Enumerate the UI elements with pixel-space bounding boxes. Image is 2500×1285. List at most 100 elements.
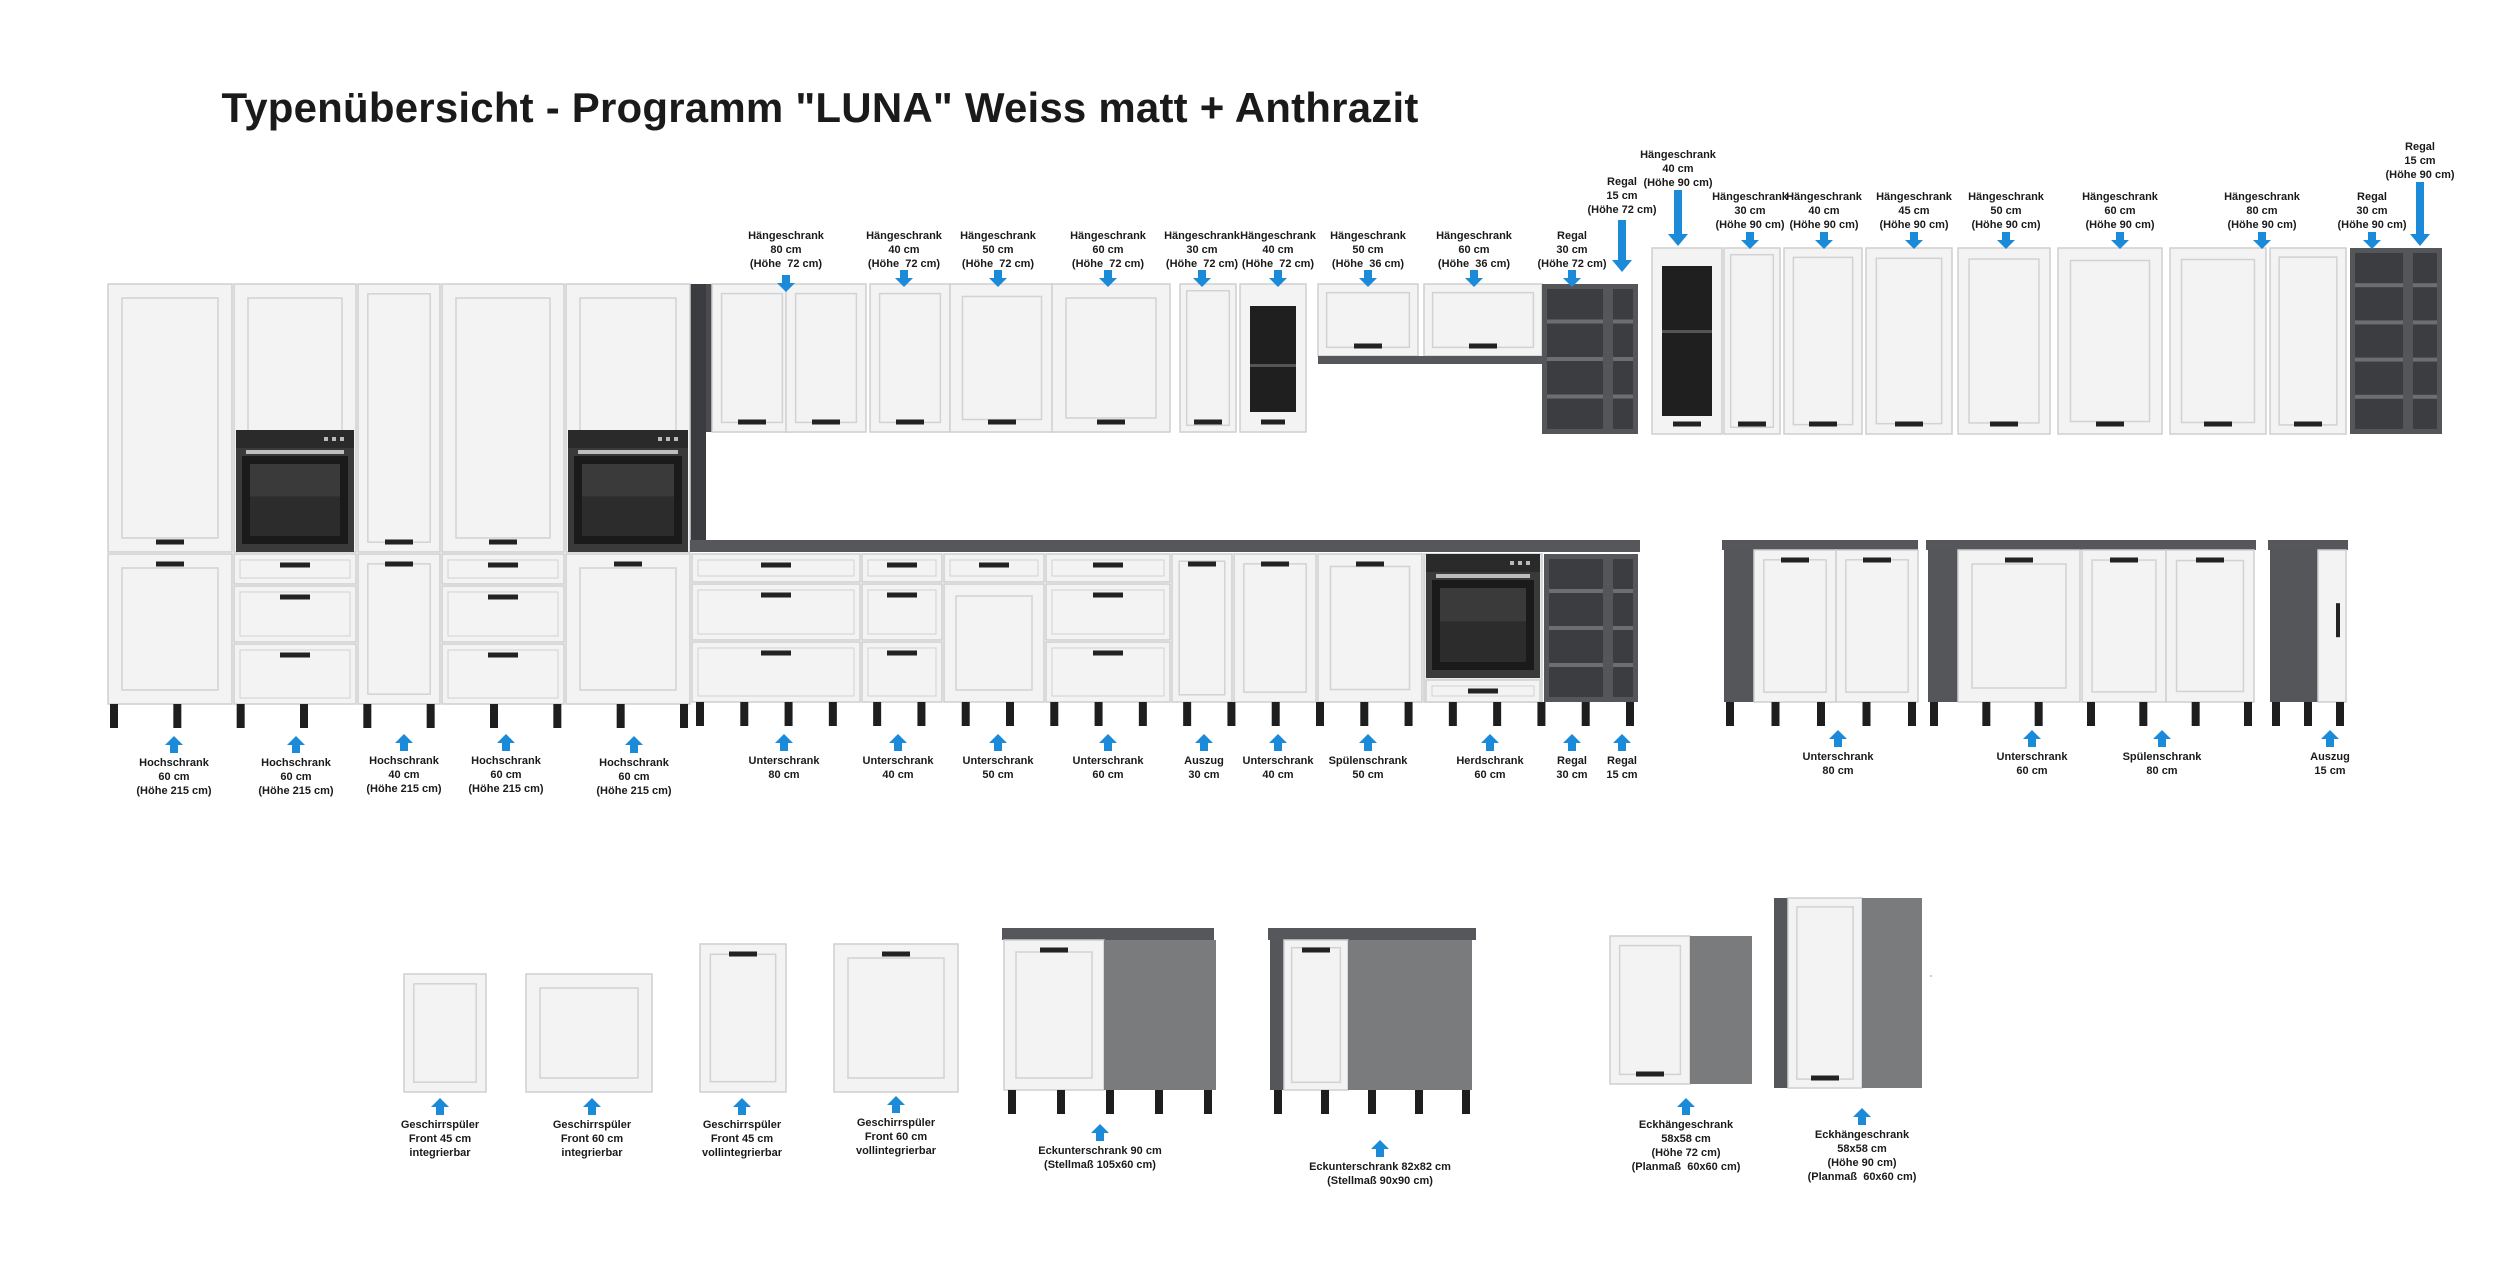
drawer-front (1045, 583, 1171, 641)
down-arrow-icon (2253, 232, 2271, 249)
up-arrow-icon (887, 1096, 905, 1113)
drawer-inlay (239, 649, 351, 699)
cabinet-leg (616, 704, 625, 728)
oven-knob (332, 437, 336, 441)
drawer-inlay (867, 647, 937, 697)
worktop (1002, 928, 1214, 940)
cabinet-leg (1155, 1090, 1163, 1114)
label-top-6: Hängeschrank 50 cm (Höhe 36 cm) (1330, 230, 1406, 270)
label-extra-4: Eckunterschrank 90 cm (Stellmaß 105x60 c… (1038, 1145, 1162, 1171)
bar-handle-icon (1811, 1075, 1839, 1081)
worktop (1722, 540, 1918, 550)
label-bottom-1: Hochschrank 60 cm (Höhe 215 cm) (258, 757, 334, 797)
drawer-front (861, 583, 943, 641)
label-bottom-4: Hochschrank 60 cm (Höhe 215 cm) (596, 757, 672, 797)
label-top-14: Hängeschrank 50 cm (Höhe 90 cm) (1968, 191, 2044, 231)
oven-control-panel (568, 430, 688, 448)
dishwasher-front-60-full (833, 943, 959, 1093)
front-frame-inlay (455, 297, 551, 539)
up-arrow-icon (1853, 1108, 1871, 1125)
cabinet-leg (1626, 702, 1634, 726)
bar-handle-icon (887, 592, 917, 598)
up-arrow-icon (1195, 734, 1213, 751)
label-top-5: Hängeschrank 40 cm (Höhe 72 cm) (1240, 230, 1316, 270)
drawer-inlay (447, 559, 559, 579)
cabinet-leg (1094, 702, 1103, 726)
down-arrow-icon (1612, 220, 1632, 272)
oven-knob (324, 437, 328, 441)
wall-cabinet-opening (1662, 266, 1712, 416)
bar-handle-icon (1469, 343, 1497, 349)
shelf-board (1549, 663, 1603, 667)
bar-handle-icon (385, 561, 413, 567)
base-cabinet-40 (1233, 553, 1317, 703)
bar-handle-icon (729, 951, 757, 957)
shelf-board (2413, 320, 2437, 325)
label-extra-0: Geschirrspüler Front 45 cm integrierbar (400, 1119, 480, 1159)
cabinet-leg (740, 702, 749, 726)
drawer-front (691, 583, 861, 641)
base-cabinet-80-left (1753, 549, 1837, 703)
cabinet-leg (236, 704, 245, 728)
label-extra-7: Eckhängeschrank 58x58 cm (Höhe 90 cm) (P… (1807, 1129, 1917, 1183)
oven-glass-reflection (250, 464, 340, 497)
label-top-12: Hängeschrank 40 cm (Höhe 90 cm) (1786, 191, 1862, 231)
wall-cabinet-opening (1250, 306, 1296, 412)
up-arrow-icon (1359, 734, 1377, 751)
label-extra-1: Geschirrspüler Front 60 cm integrierbar (552, 1119, 632, 1159)
drawer-front (691, 553, 861, 583)
cabinet-leg (1057, 1090, 1065, 1114)
oven-knob (340, 437, 344, 441)
bar-handle-icon (280, 594, 310, 600)
up-arrow-icon (287, 736, 305, 753)
cabinet-leg (1204, 1090, 1212, 1114)
oven-window (582, 464, 674, 536)
label-bottom-15: Unterschrank 80 cm (1802, 751, 1874, 777)
label-extra-6: Eckhängeschrank 58x58 cm (Höhe 72 cm) (P… (1631, 1119, 1741, 1173)
down-arrow-icon (1563, 270, 1581, 287)
bar-handle-icon (896, 419, 924, 425)
tall-cabinet-lower (565, 553, 691, 705)
oven-window (250, 464, 340, 536)
up-arrow-icon (775, 734, 793, 751)
label-top-7: Hängeschrank 60 cm (Höhe 36 cm) (1436, 230, 1512, 270)
base-cabinet-60 (1957, 549, 2081, 703)
shelf-board (1549, 626, 1603, 630)
wall-cabinet-72 (711, 283, 793, 433)
cabinet-leg (1581, 702, 1590, 726)
corner-base-82-front (1283, 939, 1349, 1091)
bar-handle-icon (988, 419, 1016, 425)
worktop (690, 540, 1640, 552)
label-bottom-18: Auszug 15 cm (2310, 751, 2350, 777)
shelf-interior (2413, 253, 2437, 429)
front-frame-inlay (1185, 289, 1231, 427)
down-arrow-icon (1741, 232, 1759, 249)
cabinet-leg (1771, 702, 1780, 726)
label-top-15: Hängeschrank 60 cm (Höhe 90 cm) (2082, 191, 2158, 231)
front-frame-inlay (121, 567, 219, 691)
drawer-inlay (867, 589, 937, 635)
wall-cabinet-90 (2169, 247, 2267, 435)
up-arrow-icon (889, 734, 907, 751)
up-arrow-icon (989, 734, 1007, 751)
tall-cabinet-lower (107, 553, 233, 705)
base-cabinet-80-right (1835, 549, 1919, 703)
label-bottom-8: Unterschrank 60 cm (1072, 755, 1144, 781)
oven-glass-reflection (582, 464, 674, 497)
label-bottom-0: Hochschrank 60 cm (Höhe 215 cm) (136, 757, 212, 797)
cabinet-leg (961, 702, 970, 726)
up-arrow-icon (583, 1098, 601, 1115)
label-bottom-10: Unterschrank 40 cm (1242, 755, 1314, 781)
cabinet-leg (1368, 1090, 1376, 1114)
label-bottom-13: Regal 30 cm (1556, 755, 1588, 781)
label-top-10: Hängeschrank 40 cm (Höhe 90 cm) (1640, 149, 1716, 189)
front-frame-inlay (539, 987, 639, 1079)
cabinet-leg (2191, 702, 2200, 726)
oven-handle (578, 450, 678, 454)
shelf-board (2413, 357, 2437, 362)
cabinet-leg (2336, 702, 2344, 726)
wall-cabinet-90 (1783, 247, 1863, 435)
wall-cabinet-72 (1179, 283, 1237, 433)
cabinet-leg (1862, 702, 1871, 726)
base-cabinet (943, 583, 1045, 703)
